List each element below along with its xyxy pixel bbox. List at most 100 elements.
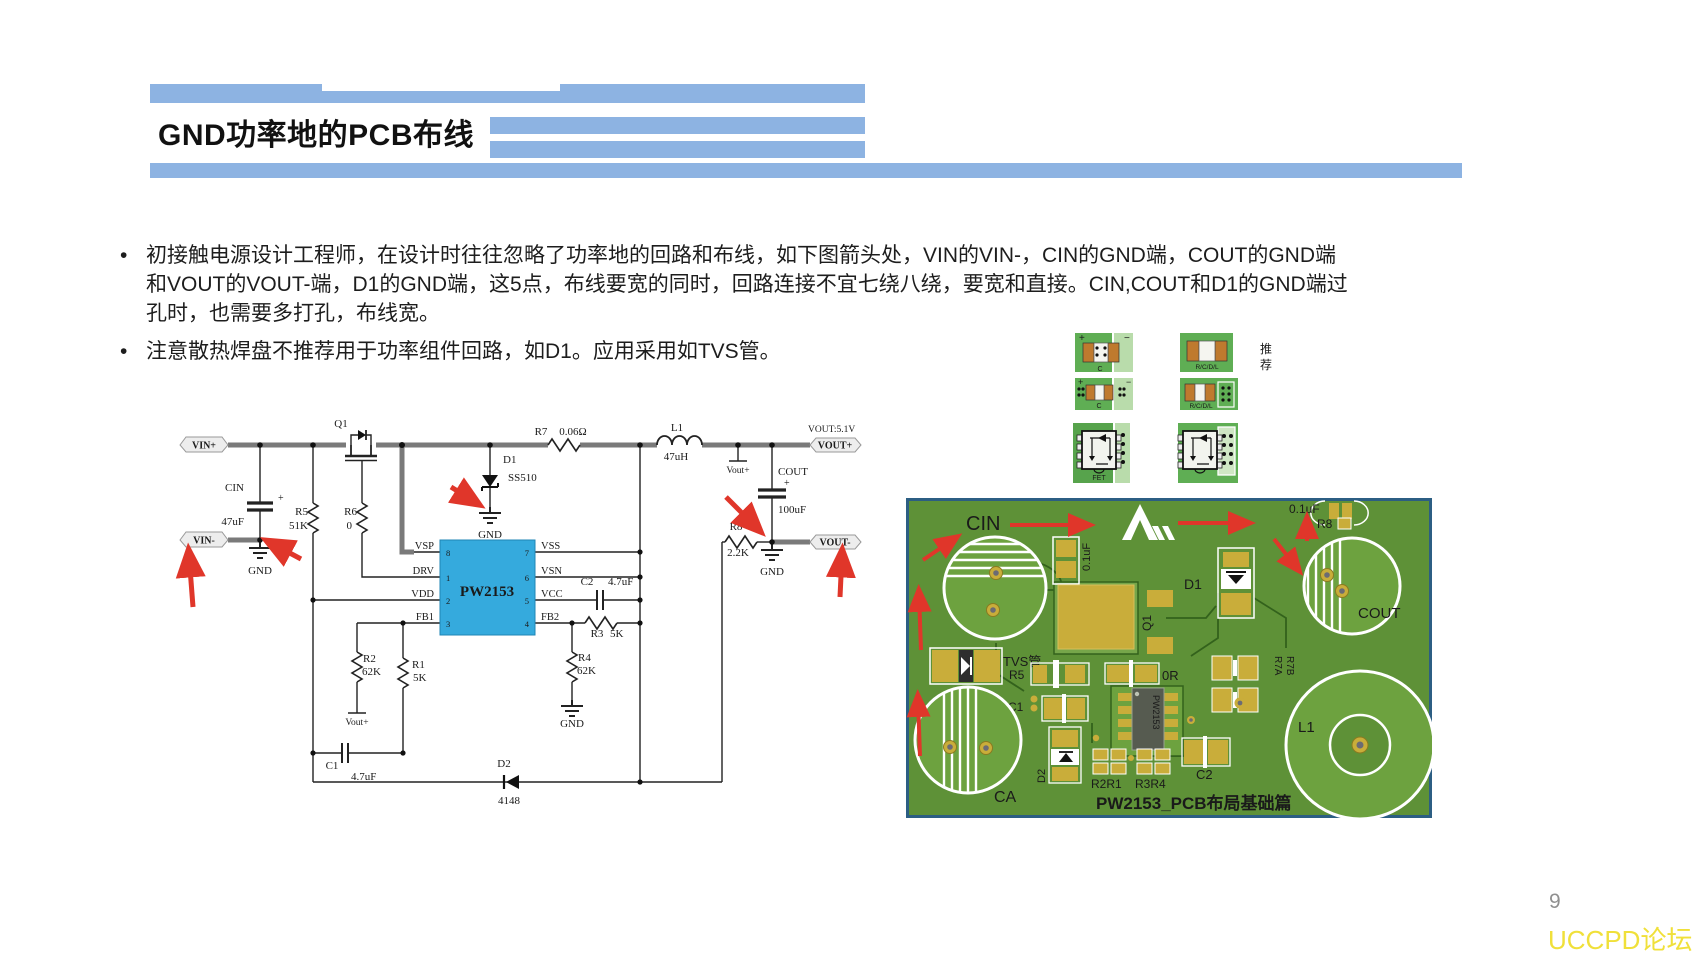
port-label: VOUT+ [818, 441, 853, 452]
deco-bar [560, 84, 865, 92]
pcb-input-cap [1052, 536, 1080, 585]
pin-num: 8 [446, 548, 450, 558]
pcb-figure: CIN 0.1uF 0.1uF R [906, 498, 1432, 818]
pin-num: 6 [525, 573, 529, 583]
pcb-label-r7b: R7B [1284, 656, 1295, 676]
layout-tips-figure: + − C R/C/D/L 推 荐 + − C [1073, 333, 1272, 483]
deco-bar [150, 91, 865, 103]
pcb-c2-footprint [1181, 736, 1231, 768]
pin-num: 4 [525, 619, 530, 629]
label-r5: R5 [295, 506, 308, 518]
label-r7: R7 [535, 426, 548, 438]
port-vin-plus [179, 436, 229, 453]
resistor-r1 [396, 657, 410, 689]
pin-num: 1 [446, 573, 450, 583]
label-cin-plus: + [278, 493, 284, 504]
bullet-list: • 初接触电源设计工程师，在设计时往往忽略了功率地的回路和布线，如下图箭头处，V… [120, 241, 1480, 366]
pcb-label-cin: CIN [966, 513, 1000, 535]
tip-rcdl-vias: R/C/D/L [1180, 378, 1238, 410]
label-d1: D1 [503, 454, 516, 466]
label-gnd: GND [760, 566, 784, 578]
pin-labels: VSP DRV VDD FB1 VSS VSN VCC FB2 [411, 541, 562, 623]
deco-bar [490, 117, 865, 134]
bullet-text-line: 孔时，也需要多打孔，布线宽。 [146, 302, 440, 325]
label-vout-net2: Vout+ [345, 718, 368, 728]
resistor-r7 [547, 437, 581, 453]
label-r3: R3 [591, 628, 604, 640]
pcb-label-d2: D2 [1036, 769, 1048, 783]
page-number: 9 [1549, 890, 1561, 913]
tip-label-c: C [1097, 366, 1102, 373]
pcb-r3r4-footprint [1136, 748, 1171, 775]
port-label: VIN+ [192, 441, 216, 452]
deco-bar [150, 84, 322, 94]
capacitor-cin [247, 501, 273, 512]
pcb-arrows [906, 511, 1319, 757]
label-gnd: GND [560, 718, 584, 730]
resistor-r8 [724, 534, 758, 550]
label-cout-value: 100uF [778, 504, 806, 516]
tip-cap-vias-outside: + − C [1075, 377, 1133, 410]
pcb-label-r2r1: R2R1 [1091, 777, 1122, 791]
inductor-l1 [656, 435, 703, 446]
pcb-q1-footprint [1057, 584, 1173, 654]
label-c2: C2 [581, 576, 594, 588]
pcb-r7-footprint [1211, 655, 1259, 713]
bullet-text-line: 注意散热焊盘不推荐用于功率组件回路，如D1。应用采用如TVS管。 [146, 340, 781, 363]
capacitor-cout [758, 488, 786, 499]
annotation-arrows [175, 477, 856, 608]
pcb-cin-footprint [942, 535, 1048, 641]
label-gnd: GND [248, 565, 272, 577]
mosfet-q1 [345, 430, 377, 462]
port-vout-plus [809, 437, 862, 453]
tip-cap-vias-inside: + − C [1075, 333, 1133, 373]
label-r6: R6 [344, 506, 357, 518]
bullet-item: • 初接触电源设计工程师，在设计时往往忽略了功率地的回路和布线，如下图箭头处，V… [120, 241, 1480, 328]
label-r6-value: 0 [347, 520, 353, 532]
arrow-d1-gnd [447, 477, 486, 509]
resistor-r6 [355, 502, 369, 534]
signal-wire [259, 445, 773, 783]
schematic-figure: VIN+ VIN- VOUT+ VOUT- Q1 CIN + 47uF R5 5… [175, 418, 862, 807]
pin-num: 5 [525, 596, 529, 606]
arrow-topleft [921, 533, 963, 562]
resistor-r4 [565, 651, 579, 683]
label-r8: R8 [730, 521, 743, 533]
tip-fet-vias-double [1177, 423, 1238, 483]
bullet-text-line: 和VOUT的VOUT-端，D1的GND端，这5点，布线要宽的同时，回路连接不宜七… [146, 273, 1348, 296]
pcb-tvs-footprint [929, 647, 1003, 685]
pcb-r5-footprint [1030, 660, 1090, 688]
pcb-label-l1: L1 [1298, 719, 1315, 736]
schematic-labels: Q1 CIN + 47uF R5 51K R6 0 D1 SS510 R7 0.… [221, 418, 855, 807]
pcb-label-r7a: R7A [1272, 656, 1283, 676]
pin-vsp: VSP [415, 541, 434, 552]
label-r8-value: 2.2K [727, 547, 749, 559]
power-trace [228, 442, 810, 555]
resistor-r5 [306, 502, 320, 534]
port-label: VOUT- [819, 538, 850, 549]
deco-bar [490, 141, 865, 158]
pcb-ca-footprint [913, 685, 1023, 795]
label-l1: L1 [671, 422, 683, 434]
pin-vdd: VDD [411, 589, 434, 600]
pcb-label-d1: D1 [1184, 576, 1202, 592]
bullet-marker: • [120, 244, 128, 267]
tip-label-rcdl: R/C/D/L [1195, 364, 1219, 371]
pin-drv: DRV [413, 566, 435, 577]
pcb-label-cout: COUT [1358, 605, 1401, 622]
label-r5-value: 51K [289, 520, 308, 532]
pcb-caption: PW2153_PCB布局基础篇 [1096, 793, 1292, 813]
ic-pw2153 [439, 539, 536, 636]
minus-sign: − [1124, 333, 1130, 344]
pcb-d1-footprint [1217, 547, 1255, 619]
pw-logo [1122, 504, 1175, 540]
label-r3-value: 5K [610, 628, 624, 640]
pcb-label-r3r4: R3R4 [1135, 777, 1166, 791]
arrow-cin-gnd [259, 537, 303, 567]
recommend-label: 推 [1260, 342, 1272, 356]
pcb-label-0r: 0R [1162, 668, 1179, 683]
pcb-label-r5: R5 [1009, 668, 1025, 682]
label-r1: R1 [412, 659, 425, 671]
pcb-label-ic: PW2153 [1151, 695, 1161, 730]
